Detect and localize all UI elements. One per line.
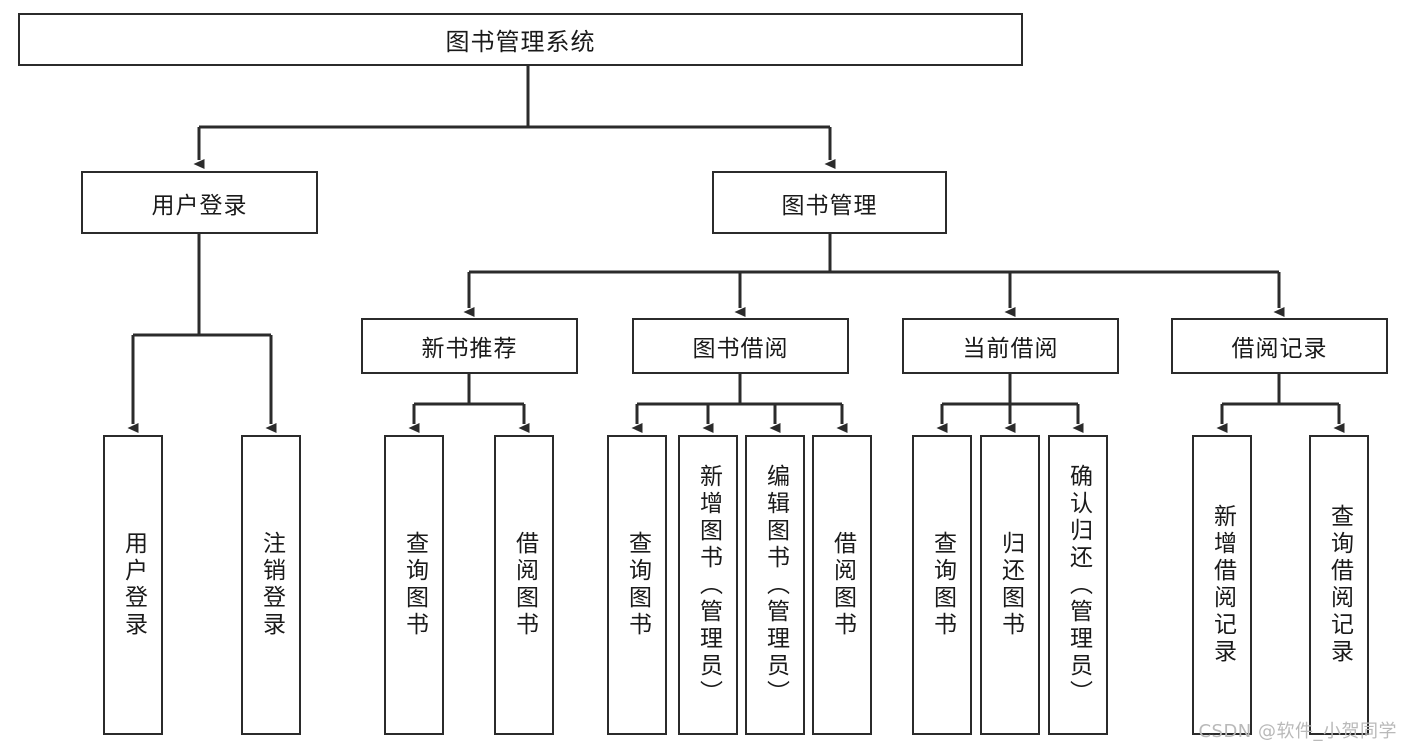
node-label: 查询借阅记录 xyxy=(1326,504,1353,666)
node-leaf-logout[interactable]: 注销登录 xyxy=(241,435,301,735)
node-leaf-query-book-borrow[interactable]: 查询图书 xyxy=(607,435,667,735)
node-leaf-add-book-admin[interactable]: 新增图书（管理员） xyxy=(678,435,738,735)
node-current-borrow[interactable]: 当前借阅 xyxy=(902,318,1119,374)
node-borrow-record[interactable]: 借阅记录 xyxy=(1171,318,1388,374)
node-leaf-query-book-recommend[interactable]: 查询图书 xyxy=(384,435,444,735)
node-leaf-borrow-book-recommend[interactable]: 借阅图书 xyxy=(494,435,554,735)
node-label: 编辑图书（管理员） xyxy=(762,463,789,707)
node-label: 查询图书 xyxy=(624,531,651,639)
node-book-borrow[interactable]: 图书借阅 xyxy=(632,318,849,374)
node-label: 查询图书 xyxy=(929,531,956,639)
node-label: 归还图书 xyxy=(997,531,1024,639)
node-label: 确认归还（管理员） xyxy=(1065,463,1092,707)
node-leaf-edit-book-admin[interactable]: 编辑图书（管理员） xyxy=(745,435,805,735)
node-label: 新增借阅记录 xyxy=(1209,504,1236,666)
node-user-login[interactable]: 用户登录 xyxy=(81,171,318,234)
node-leaf-user-login[interactable]: 用户登录 xyxy=(103,435,163,735)
node-label: 借阅图书 xyxy=(511,531,538,639)
csdn-watermark: CSDN @软件_小贺同学 xyxy=(1198,721,1397,742)
node-leaf-add-borrow-record[interactable]: 新增借阅记录 xyxy=(1192,435,1252,735)
node-leaf-query-borrow-record[interactable]: 查询借阅记录 xyxy=(1309,435,1369,735)
node-label: 新增图书（管理员） xyxy=(695,463,722,707)
node-label: 用户登录 xyxy=(120,531,147,639)
node-label: 借阅图书 xyxy=(829,531,856,639)
node-leaf-return-book[interactable]: 归还图书 xyxy=(980,435,1040,735)
node-new-book-recommend[interactable]: 新书推荐 xyxy=(361,318,578,374)
node-book-management[interactable]: 图书管理 xyxy=(712,171,947,234)
node-label: 查询图书 xyxy=(401,531,428,639)
node-leaf-confirm-return-admin[interactable]: 确认归还（管理员） xyxy=(1048,435,1108,735)
node-root-system[interactable]: 图书管理系统 xyxy=(18,13,1023,66)
node-leaf-borrow-book[interactable]: 借阅图书 xyxy=(812,435,872,735)
node-leaf-query-book-current[interactable]: 查询图书 xyxy=(912,435,972,735)
node-label: 注销登录 xyxy=(258,531,285,639)
